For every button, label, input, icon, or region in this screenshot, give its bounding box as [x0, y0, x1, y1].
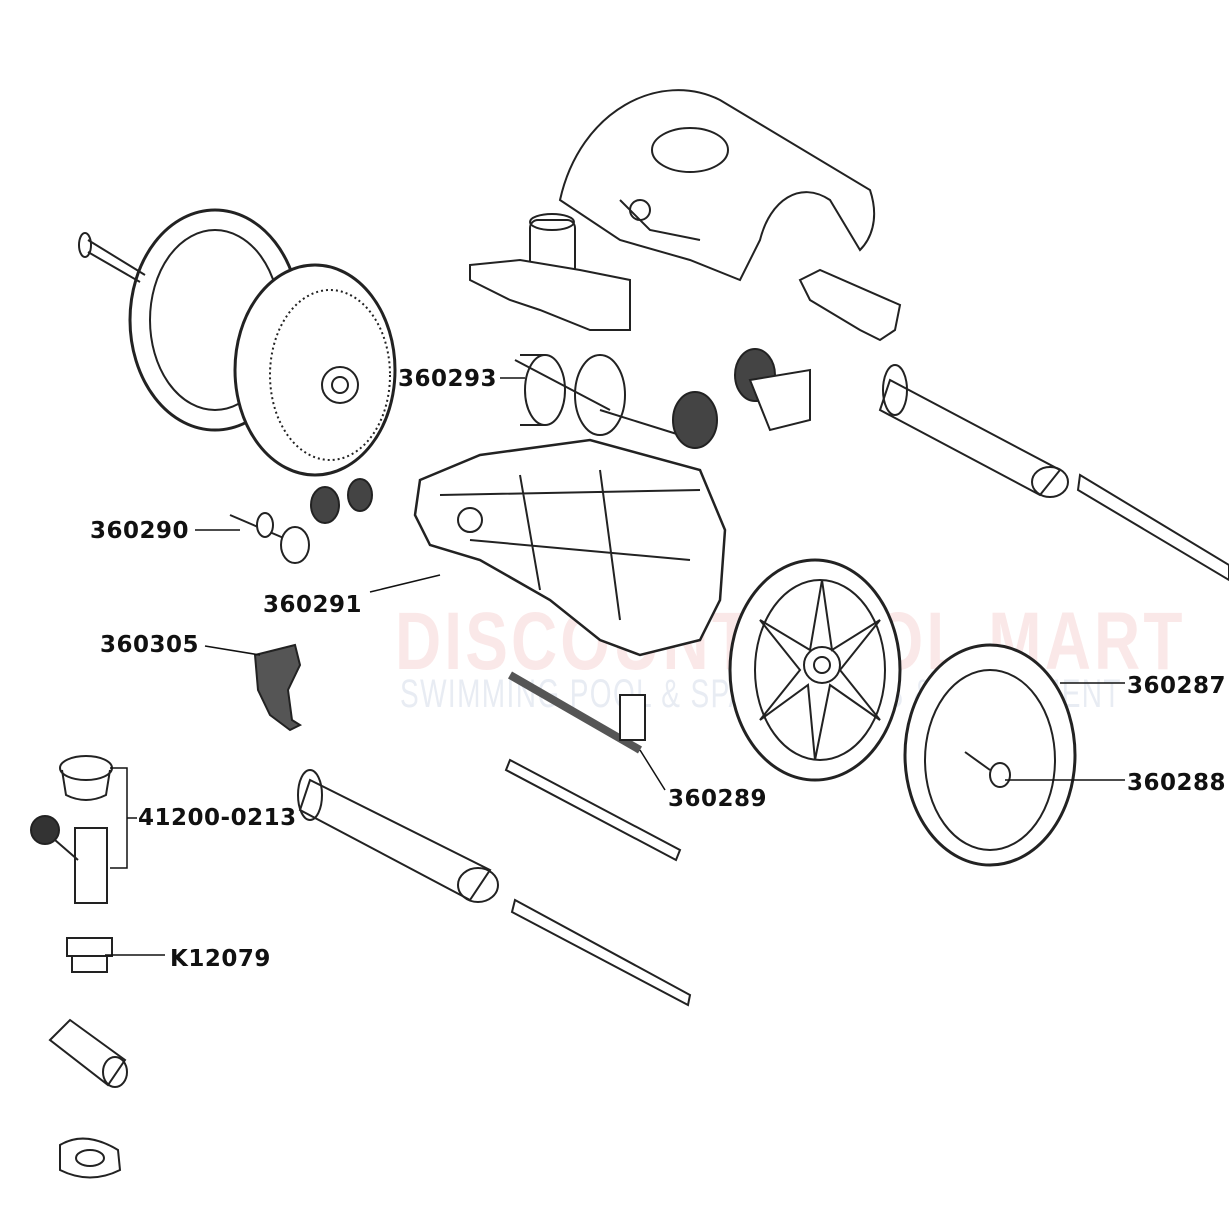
- front-roller: [297, 769, 499, 903]
- left-wheel: [233, 263, 397, 477]
- part-label-K12079: K12079: [170, 946, 271, 972]
- float: [59, 1137, 122, 1179]
- left-gears: [229, 478, 373, 564]
- track-bar: [504, 758, 682, 862]
- right-wheel: [728, 558, 902, 782]
- part-label-360293: 360293: [398, 366, 498, 392]
- part-label-360288: 360288: [1127, 770, 1227, 796]
- rear-roller: [878, 364, 1069, 498]
- drive-shaft: [508, 671, 646, 754]
- top-cover: [558, 89, 876, 282]
- flap: [253, 643, 303, 732]
- rear-track: [1076, 473, 1229, 582]
- adapter: [66, 937, 113, 973]
- hose-intake: [469, 213, 631, 331]
- chassis: [413, 438, 727, 657]
- turbine: [514, 354, 681, 436]
- part-label-41200-0213: 41200-0213: [138, 805, 297, 831]
- front-track: [510, 898, 692, 1007]
- part-label-360287: 360287: [1127, 673, 1227, 699]
- center-gears: [672, 348, 811, 449]
- part-label-360289: 360289: [668, 786, 768, 812]
- leader-lines: [105, 377, 1125, 956]
- part-label-360291: 360291: [263, 592, 363, 618]
- swivel: [30, 815, 108, 904]
- part-label-360305: 360305: [100, 632, 200, 658]
- swivel-nut: [59, 755, 113, 801]
- top-clip: [798, 268, 902, 342]
- right-tire: [903, 643, 1077, 867]
- part-label-360290: 360290: [90, 518, 190, 544]
- axle-pin: [78, 232, 146, 283]
- coupling: [48, 1018, 128, 1088]
